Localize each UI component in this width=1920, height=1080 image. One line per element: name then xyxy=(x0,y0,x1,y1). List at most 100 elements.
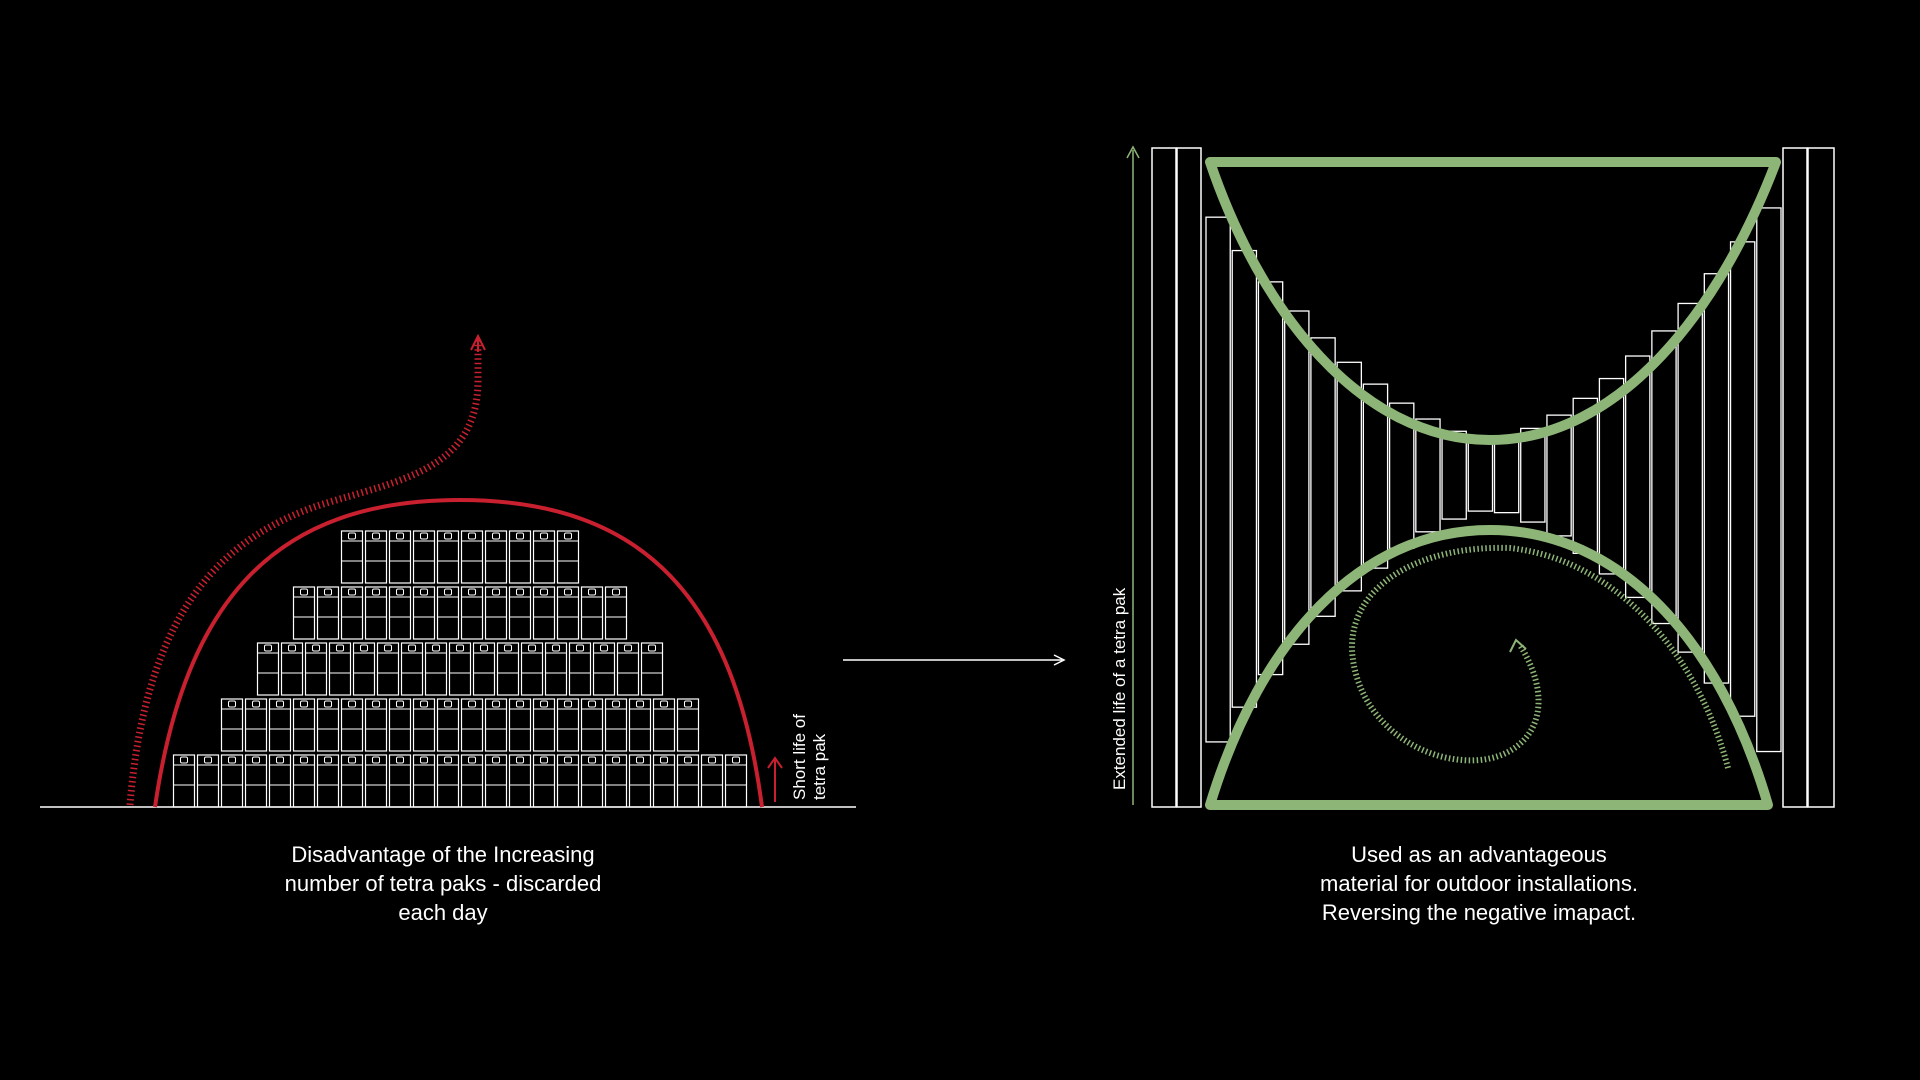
trail-arrowhead-icon xyxy=(470,333,486,352)
left-caption-line: Disadvantage of the Increasing xyxy=(291,842,595,867)
dome-arc xyxy=(153,497,764,808)
tetra-pak-carton xyxy=(172,754,196,808)
reuse-spiral-trail xyxy=(1348,544,1731,769)
tetra-pak-carton xyxy=(340,530,364,584)
installation-slat xyxy=(1493,436,1520,514)
tetra-pak-carton xyxy=(364,530,388,584)
tetra-pak-carton xyxy=(496,642,520,696)
tetra-pak-carton xyxy=(676,754,700,808)
tetra-pak-carton xyxy=(304,642,328,696)
tetra-pak-carton xyxy=(256,642,280,696)
tetra-pak-carton xyxy=(556,698,580,752)
left-caption-line: number of tetra paks - discarded xyxy=(284,871,602,896)
tetra-pak-carton xyxy=(292,754,316,808)
tetra-pak-carton xyxy=(412,698,436,752)
tetra-pak-carton xyxy=(628,754,652,808)
right-panel-illustration: Extended life of a tetra pak xyxy=(1110,145,1835,810)
installation-slat xyxy=(1651,330,1677,625)
lower-hourglass-bowl xyxy=(1205,525,1773,810)
tetra-pak-carton xyxy=(676,698,700,752)
tetra-pak-carton xyxy=(388,754,412,808)
tetra-pak-carton xyxy=(580,698,604,752)
arrow-up-icon xyxy=(1126,145,1140,805)
installation-slat xyxy=(1441,430,1467,520)
tetra-pak-carton xyxy=(340,698,364,752)
tetra-pak-carton xyxy=(460,530,484,584)
installation-slat xyxy=(1598,377,1625,575)
installation-slat xyxy=(1231,249,1258,708)
tetra-pak-carton xyxy=(220,754,244,808)
spiral-arrowhead-icon xyxy=(1509,638,1527,653)
tetra-pak-carton xyxy=(388,530,412,584)
right-caption-line: Used as an advantageous xyxy=(1351,842,1607,867)
installation-slat xyxy=(1677,302,1703,653)
outer-slat xyxy=(1151,147,1177,808)
right-caption-line: Reversing the negative imapact. xyxy=(1321,900,1637,925)
tetra-pak-carton xyxy=(580,754,604,808)
tetra-pak-carton xyxy=(556,530,580,584)
tetra-pak-carton xyxy=(604,754,628,808)
tetra-pak-carton xyxy=(532,754,556,808)
left-caption: Disadvantage of the Increasing number of… xyxy=(243,840,643,927)
tetra-pak-carton xyxy=(604,698,628,752)
left-panel-illustration: Short life of tetra pak xyxy=(40,333,856,808)
outer-slat xyxy=(1176,147,1202,808)
tetra-pak-carton xyxy=(484,754,508,808)
tetra-pak-carton xyxy=(340,754,364,808)
tetra-pak-carton xyxy=(280,642,304,696)
tetra-pak-carton xyxy=(340,586,364,640)
short-life-label: Short life of tetra pak xyxy=(790,709,829,800)
tetra-pak-carton xyxy=(424,642,448,696)
tetra-pak-carton xyxy=(652,754,676,808)
arrow-up-icon xyxy=(767,756,783,802)
rising-waste-trail xyxy=(126,340,482,806)
tetra-pak-stack xyxy=(172,530,748,808)
tetra-pak-carton xyxy=(532,586,556,640)
tetra-pak-carton xyxy=(244,754,268,808)
tetra-pak-carton xyxy=(196,754,220,808)
outer-slat xyxy=(1782,147,1808,808)
tetra-pak-carton xyxy=(436,754,460,808)
tetra-pak-carton xyxy=(508,754,532,808)
installation-slat xyxy=(1756,207,1782,753)
tetra-pak-carton xyxy=(604,586,628,640)
tetra-pak-carton xyxy=(328,642,352,696)
upper-hourglass-bowl xyxy=(1205,157,1781,445)
installation-slat xyxy=(1205,216,1231,743)
tetra-pak-carton xyxy=(532,530,556,584)
installation-slat xyxy=(1310,337,1336,617)
tetra-pak-carton xyxy=(508,530,532,584)
tetra-pak-carton xyxy=(460,754,484,808)
tetra-pak-carton xyxy=(436,698,460,752)
tetra-pak-carton xyxy=(388,586,412,640)
tetra-pak-carton xyxy=(364,698,388,752)
tetra-pak-carton xyxy=(484,698,508,752)
tetra-pak-carton xyxy=(268,754,292,808)
tetra-pak-carton xyxy=(244,698,268,752)
tetra-pak-carton xyxy=(580,586,604,640)
tetra-pak-carton xyxy=(376,642,400,696)
extended-life-label: Extended life of a tetra pak xyxy=(1110,587,1129,790)
tetra-pak-carton xyxy=(484,530,508,584)
tetra-pak-carton xyxy=(460,586,484,640)
tetra-pak-carton xyxy=(472,642,496,696)
tetra-pak-carton xyxy=(400,642,424,696)
tetra-pak-carton xyxy=(616,642,640,696)
tetra-pak-carton xyxy=(520,642,544,696)
installation-slat xyxy=(1520,427,1546,523)
tetra-pak-carton xyxy=(292,698,316,752)
tetra-pak-carton xyxy=(556,586,580,640)
tetra-pak-carton xyxy=(436,586,460,640)
installation-slat xyxy=(1624,355,1651,599)
tetra-pak-carton xyxy=(316,754,340,808)
tetra-pak-carton xyxy=(268,698,292,752)
tetra-pak-carton xyxy=(640,642,664,696)
tetra-pak-carton xyxy=(460,698,484,752)
tetra-pak-carton xyxy=(448,642,472,696)
installation-slat xyxy=(1257,281,1284,676)
tetra-pak-carton xyxy=(628,698,652,752)
installation-slat xyxy=(1467,438,1494,512)
arrow-right-icon xyxy=(843,654,1066,666)
tetra-pak-carton xyxy=(364,586,388,640)
